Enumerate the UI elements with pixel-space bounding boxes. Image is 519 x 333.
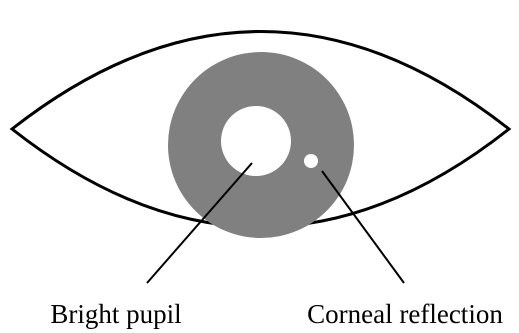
- corneal-reflection-glint: [304, 154, 318, 168]
- bright-pupil: [221, 106, 291, 176]
- bright-pupil-label: Bright pupil: [50, 299, 181, 329]
- corneal-reflection-label: Corneal reflection: [307, 299, 503, 329]
